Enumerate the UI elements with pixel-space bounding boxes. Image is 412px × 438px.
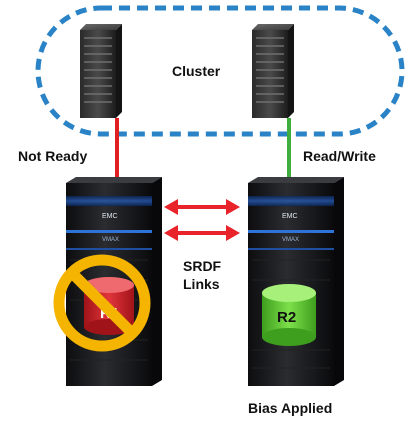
r2-volume-label: R2 [277, 309, 296, 326]
server-left-icon [80, 24, 122, 118]
r2-volume-icon [262, 284, 316, 346]
right-vmax-array: EMC VMAX [248, 177, 344, 386]
left-brand-label: EMC [102, 213, 118, 220]
prohibited-icon [53, 254, 151, 352]
cluster-boundary [35, 5, 405, 137]
right-brand-label: EMC [282, 213, 298, 220]
srdf-link-arrows-icon [164, 199, 240, 241]
right-model-label: VMAX [282, 237, 299, 243]
bias-applied-label: Bias Applied [248, 400, 333, 416]
server-right-icon [252, 24, 294, 118]
left-model-label: VMAX [102, 237, 119, 243]
cluster-label: Cluster [172, 63, 221, 79]
srdf-links-label: SRDF Links [183, 257, 221, 293]
read-write-label: Read/Write [303, 148, 376, 164]
not-ready-label: Not Ready [18, 148, 88, 164]
srdf-label-line1: SRDF [183, 258, 222, 274]
srdf-label-line2: Links [183, 276, 220, 292]
